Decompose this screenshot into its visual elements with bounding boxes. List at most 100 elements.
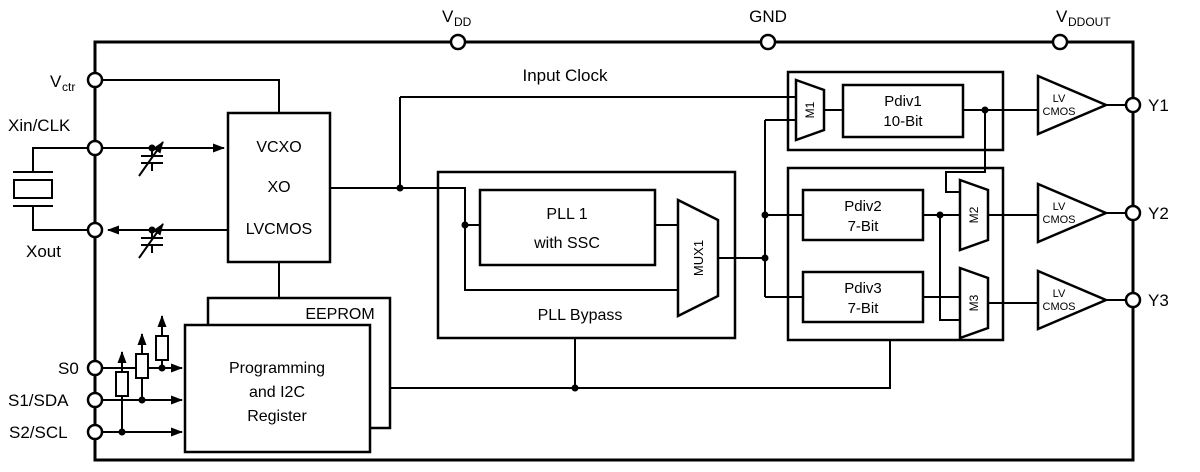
pll1-block: [478, 188, 657, 267]
junction-dot: [148, 144, 156, 152]
input-clock-label: Input Clock: [522, 66, 608, 85]
m3-text: M3: [967, 294, 981, 311]
y2-label: Y2: [1148, 204, 1169, 223]
y1-buffer-text-2: CMOS: [1043, 106, 1076, 118]
mux1-text: MUX1: [691, 240, 706, 276]
y1-buffer-text-1: LV: [1053, 93, 1066, 105]
vddout-label: V: [1056, 7, 1068, 26]
pdiv2-block: [801, 188, 925, 242]
programming-text-3: Register: [247, 408, 307, 425]
pdiv1-text-1: Pdiv1: [884, 93, 922, 110]
pdiv1-block: [841, 83, 965, 139]
vdd-label-sub: DD: [454, 15, 472, 29]
pll-group-box: [436, 170, 737, 340]
pin-gnd: [759, 33, 777, 51]
mux1-block: [676, 197, 720, 319]
varicap-bottom-icon: [138, 223, 164, 259]
pdiv1-group-box: [786, 70, 1005, 152]
pin-s1-sda: [86, 391, 104, 409]
m1-text: M1: [803, 101, 817, 118]
junction-dot: [981, 106, 989, 114]
pin-vdd: [449, 33, 467, 51]
y1-label: Y1: [1148, 96, 1169, 115]
vcxo-text-2: XO: [267, 179, 290, 196]
pdiv23-group-box: [786, 166, 1005, 342]
pdiv3-text-2: 7-Bit: [848, 300, 880, 317]
s0-label: S0: [58, 359, 79, 378]
pin-s0: [86, 359, 104, 377]
m1-mux: [794, 78, 826, 142]
m3-mux: [958, 266, 990, 340]
programming-text-2: and I2C: [249, 384, 305, 401]
junction-dot: [571, 384, 579, 392]
varicap-top-icon: [138, 141, 164, 177]
vcxo-text-1: VCXO: [256, 139, 301, 156]
wire-xout-outside: [32, 206, 88, 231]
pin-y3: [1124, 291, 1142, 309]
wire-control-bus: [390, 340, 891, 389]
pll1-text-1: PLL 1: [546, 206, 587, 223]
junction-dot: [138, 396, 146, 404]
wire-pdiv2-to-m3: [939, 215, 961, 321]
pin-vddout: [1051, 33, 1069, 51]
m2-text: M2: [967, 206, 981, 223]
y1-buffer: [1036, 74, 1110, 136]
pdiv2-text-2: 7-Bit: [848, 218, 880, 235]
wire-pdiv1-to-m2: [945, 110, 986, 193]
junction-dot: [158, 364, 166, 372]
pullup-s1: [135, 333, 149, 400]
y2-buffer: [1036, 182, 1110, 244]
y3-buffer: [1036, 269, 1110, 331]
pin-s2-scl: [86, 423, 104, 441]
pdiv3-text-1: Pdiv3: [844, 280, 882, 297]
junction-dots: [118, 106, 989, 436]
m2-mux: [958, 178, 990, 252]
vcxo-block: [226, 111, 332, 264]
vctr-label-sub: ctr: [62, 80, 75, 94]
resistor-body: [155, 335, 169, 361]
pin-xin-clk: [86, 139, 104, 157]
wires: [32, 79, 1126, 437]
pll1-text-2: with SSC: [533, 235, 600, 252]
junction-dot: [761, 211, 769, 219]
y2-buffer-text-2: CMOS: [1043, 214, 1076, 226]
chip-boundary: [93, 40, 1135, 462]
wire-vctr: [102, 79, 280, 113]
vcxo-text-3: LVCMOS: [246, 221, 312, 238]
crystal-body: [13, 179, 53, 199]
pdiv1-text-2: 10-Bit: [883, 113, 923, 130]
pdiv2-text-1: Pdiv2: [844, 198, 882, 215]
xout-label: Xout: [26, 242, 61, 261]
xin-clk-label: Xin/CLK: [8, 116, 71, 135]
junction-dot: [761, 254, 769, 262]
junction-dot: [118, 428, 126, 436]
pullup-s2: [115, 351, 129, 432]
s2-scl-label: S2/SCL: [9, 423, 68, 442]
junction-dot: [148, 226, 156, 234]
y3-buffer-text-1: LV: [1053, 288, 1066, 300]
y2-buffer-text-1: LV: [1053, 201, 1066, 213]
eeprom-text: EEPROM: [305, 306, 374, 323]
pll-bypass-label: PLL Bypass: [538, 307, 623, 324]
crystal-symbol: [13, 171, 53, 207]
junction-dot: [461, 221, 469, 229]
s1-sda-label: S1/SDA: [8, 391, 69, 410]
programming-text-1: Programming: [229, 360, 325, 377]
pin-circles: [86, 33, 1142, 441]
varicap-arrow: [138, 141, 164, 177]
pullup-s0: [155, 315, 169, 368]
wire-xin-outside: [32, 147, 88, 172]
pin-y1: [1124, 96, 1142, 114]
gnd-label: GND: [749, 7, 787, 26]
junction-dot: [936, 211, 944, 219]
pdiv3-block: [801, 270, 925, 324]
resistor-body: [135, 353, 149, 379]
junction-dot: [396, 184, 404, 192]
pin-vctr: [86, 71, 104, 89]
resistor-body: [115, 371, 129, 397]
programming-register-block: [183, 323, 372, 454]
vdd-label: V: [442, 7, 454, 26]
pin-y2: [1124, 204, 1142, 222]
varicap-arrow: [138, 223, 164, 259]
